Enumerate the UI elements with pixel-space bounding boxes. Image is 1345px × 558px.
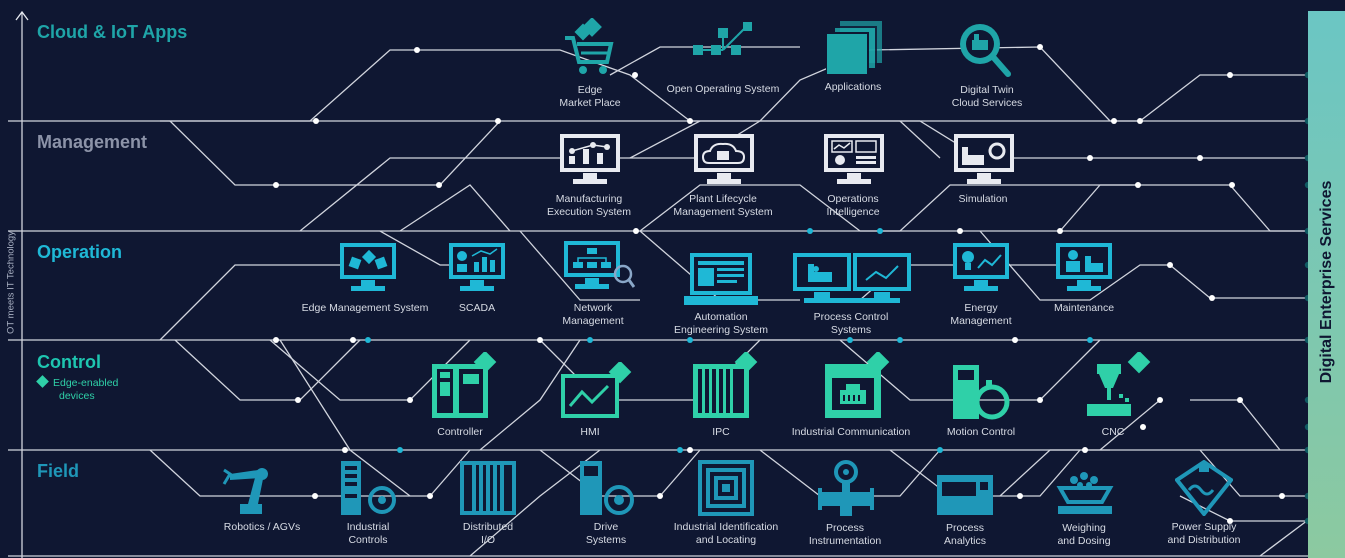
plc-controller-icon — [431, 350, 499, 425]
op-item-6-label: Maintenance — [1053, 302, 1115, 314]
magnifier-factory-icon — [958, 22, 1014, 83]
edge-legend-line1: Edge-enabled — [53, 377, 119, 389]
ctrl-item-1-label: HMI — [580, 426, 600, 438]
laptop-icon — [684, 252, 758, 313]
drive-motor-icon — [579, 460, 635, 521]
cnc-spindle-icon — [1085, 350, 1153, 425]
dual-monitor-icon — [792, 252, 912, 313]
monitor-charts-icon — [448, 242, 506, 299]
motion-drive-icon — [952, 364, 1012, 425]
shopping-cart-icon — [565, 17, 615, 81]
ctrl-item-4-label: Motion Control — [946, 426, 1016, 438]
monitor-network-icon — [559, 133, 621, 192]
monitor-simulation-icon — [953, 133, 1015, 192]
rfid-tag-icon — [698, 460, 754, 521]
monitor-hierarchy-icon — [563, 240, 636, 299]
ctrl-item-3-label: Industrial Communication — [791, 426, 911, 438]
ctrl-item-5-label: CNC — [1101, 426, 1125, 438]
field-item-0-label: Robotics / AGVs — [223, 521, 301, 533]
industrial-pc-icon — [692, 350, 760, 425]
layer-title-field: Field — [37, 461, 80, 481]
mgmt-item-3-label: Simulation — [958, 193, 1008, 205]
monitor-worker-icon — [1055, 242, 1113, 299]
op-item-0-label: Edge Management System — [301, 302, 429, 314]
monitor-cloud-icon — [693, 133, 755, 192]
monitor-bulb-icon — [952, 242, 1010, 299]
industrial-controls-icon — [340, 460, 396, 521]
cloud-item-1-label: Open Operating System — [666, 83, 780, 95]
weighing-scale-icon — [1056, 470, 1114, 521]
monitor-cubes-icon — [339, 242, 397, 299]
monitor-dashboard-icon — [823, 133, 885, 192]
ctrl-item-0-label: Controller — [437, 426, 483, 438]
op-item-1-label: SCADA — [458, 302, 496, 314]
ctrl-item-2-label: IPC — [712, 426, 730, 438]
network-nodes-icon — [693, 20, 753, 65]
ot-it-axis-label: OT meets IT Technology — [5, 231, 17, 334]
layer-title-control: Control — [37, 352, 101, 372]
distributed-io-icon — [459, 460, 517, 521]
edge-legend-line2: devices — [59, 390, 95, 402]
hmi-panel-icon — [560, 360, 634, 425]
sidebar-title: Digital Enterprise Services — [1318, 180, 1335, 384]
stacked-pages-icon — [825, 21, 884, 82]
edge-diamond-icon — [36, 375, 49, 388]
layer-title-management: Management — [37, 132, 148, 152]
robot-arm-icon — [222, 460, 280, 521]
flow-meter-icon — [818, 460, 874, 523]
analyzer-icon — [936, 474, 994, 521]
digital-enterprise-services-bar: Digital Enterprise Services — [1308, 11, 1345, 558]
layer-title-operation: Operation — [37, 242, 123, 262]
cloud-item-2-label: Applications — [824, 81, 882, 93]
layer-title-cloud: Cloud & IoT Apps — [37, 22, 188, 42]
ethernet-port-icon — [824, 350, 892, 425]
power-supply-icon — [1174, 459, 1234, 521]
edge-legend: Edge-enabled devices — [36, 375, 119, 403]
